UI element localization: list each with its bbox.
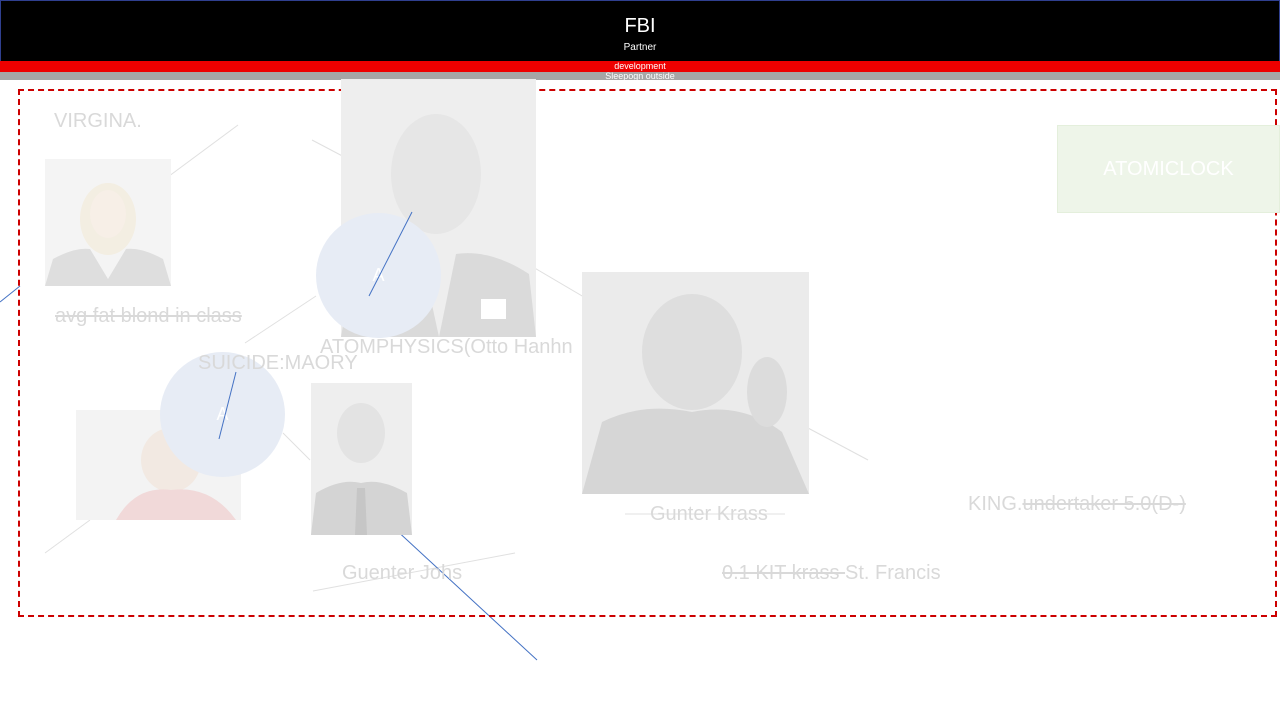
label-king-prefix: KING. xyxy=(968,493,1023,515)
connector-line xyxy=(807,427,869,461)
gray-strip: Sleepogn outside xyxy=(0,72,1280,81)
portrait-photo-guenter xyxy=(311,383,412,535)
guenter-photo-icon xyxy=(311,383,412,535)
connector-line xyxy=(44,519,91,554)
label-atomphysics: ATOMPHYSICS(Otto Hanhn xyxy=(320,336,573,358)
label-gunter: Gunter Krass xyxy=(650,503,768,525)
connector-line xyxy=(312,552,516,592)
label-king: KING.undertaker 5.0(D-) xyxy=(968,493,1186,516)
connector-line xyxy=(218,371,237,440)
label-kit-rest: St. Francis xyxy=(845,562,941,584)
portrait-photo-woman xyxy=(45,159,171,286)
circle-node-1[interactable]: A xyxy=(316,213,441,338)
connector-line xyxy=(379,514,538,661)
connector-line xyxy=(282,432,311,461)
label-avg: avg fat blond in class xyxy=(55,305,242,327)
banner-subtitle: Partner xyxy=(623,42,657,53)
dashed-selection-frame xyxy=(18,89,1277,617)
connector-line xyxy=(368,211,413,297)
title-banner: FBI Partner xyxy=(0,0,1280,61)
circle-node-2[interactable]: A xyxy=(160,352,285,477)
atomiclock-box[interactable]: ATOMICLOCK xyxy=(1057,125,1280,213)
label-suicide: SUICIDE:MAORY xyxy=(198,352,358,374)
connector-line xyxy=(0,285,21,303)
label-kit-struck: 0.1 KIT krass xyxy=(722,562,846,584)
red-strip: development xyxy=(0,61,1280,72)
portrait-photo-gunter xyxy=(582,272,809,494)
label-kit: 0.1 KIT krass St. Francis xyxy=(722,562,941,585)
label-king-struck: undertaker 5.0(D-) xyxy=(1022,493,1186,515)
circle-label-2: A xyxy=(216,404,229,424)
connector-line xyxy=(244,295,317,344)
atomiclock-label: ATOMICLOCK xyxy=(1103,157,1234,180)
label-guenter: Guenter Johs xyxy=(342,562,463,584)
banner-title: FBI xyxy=(624,15,656,37)
circle-label-1: A xyxy=(372,265,385,285)
label-virgina: VIRGINA. xyxy=(54,110,142,132)
gunter-photo-icon xyxy=(582,272,809,494)
woman-photo-icon xyxy=(45,159,171,286)
